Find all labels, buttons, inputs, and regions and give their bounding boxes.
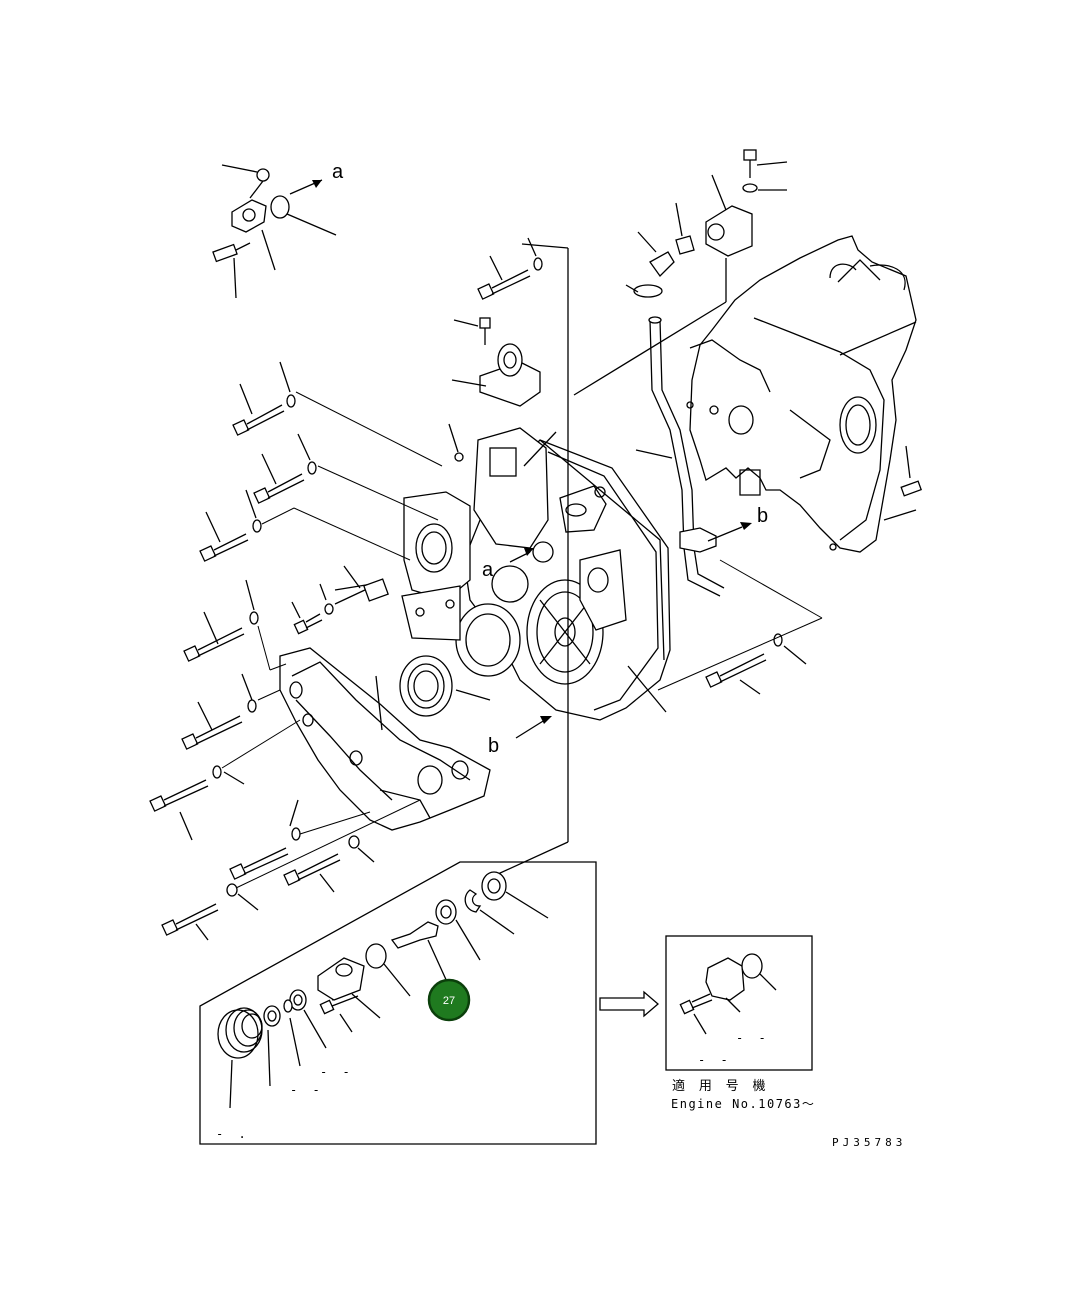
callout-27-label: 27: [443, 995, 455, 1007]
lower-detail-box: - - - - - .: [199, 861, 597, 1145]
arrow-label-b-low: b: [488, 735, 499, 757]
inset-box: - - - -: [665, 935, 813, 1071]
top-left-cover-group: a: [212, 161, 344, 299]
dash-label-2: - -: [290, 1083, 324, 1097]
arrow-label-a-top: a: [332, 161, 344, 183]
engine-serial-label: Engine No.10763～: [671, 1097, 815, 1111]
dash-label-1: - -: [320, 1065, 354, 1079]
drawing-id: PJ35783: [832, 1136, 906, 1149]
callout-27[interactable]: 27: [427, 978, 471, 1022]
applicable-machine-label: 適 用 号 機: [672, 1078, 768, 1094]
dash-label-5: - .: [216, 1127, 250, 1141]
top-right-housing-group: [573, 149, 788, 396]
bolt-set-left: [149, 237, 823, 941]
callout-27-circle[interactable]: [427, 978, 471, 1022]
water-pipe-group: b: [635, 316, 768, 597]
inset-pointer-arrow: [599, 990, 659, 1018]
gear-case-group: a b: [401, 423, 671, 757]
arrow-label-b-right: b: [757, 505, 768, 527]
dash-label-3: - -: [736, 1031, 770, 1045]
dash-label-4: - -: [698, 1053, 732, 1067]
oil-seal-group: [399, 655, 491, 717]
hanger-bracket-group: [451, 243, 569, 875]
front-cover-group: [279, 647, 491, 831]
arrow-label-a-mid: a: [482, 559, 494, 581]
engine-block-group: [686, 235, 923, 553]
